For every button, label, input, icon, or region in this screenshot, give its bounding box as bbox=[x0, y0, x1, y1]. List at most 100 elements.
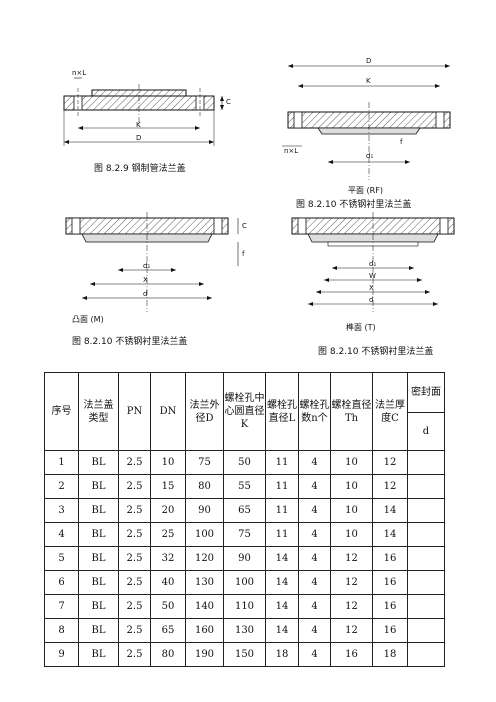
table-cell bbox=[407, 498, 445, 523]
table-cell bbox=[407, 474, 445, 499]
col-header-count: 螺栓孔数n个 bbox=[298, 372, 331, 451]
table-cell: 2.5 bbox=[118, 618, 151, 643]
dim-label-nl: n×L bbox=[72, 69, 87, 77]
table-cell: 3 bbox=[44, 498, 79, 523]
col-header-thick: 法兰厚度C bbox=[372, 372, 408, 451]
table-cell: 12 bbox=[372, 450, 408, 475]
figure-face-label: 榫面 (T) bbox=[346, 323, 376, 332]
table-cell: 2.5 bbox=[118, 522, 151, 547]
table-cell: 25 bbox=[150, 522, 186, 547]
col-header-pcd: 螺栓孔中心圆直径K bbox=[223, 372, 266, 451]
table-cell: 4 bbox=[298, 594, 331, 619]
table-cell: 75 bbox=[185, 450, 224, 475]
dim-label-d1: d₁ bbox=[369, 260, 377, 268]
dim-label-d: D bbox=[136, 134, 142, 142]
table-cell: 10 bbox=[330, 474, 373, 499]
table-cell: 12 bbox=[330, 618, 373, 643]
table-cell: 10 bbox=[330, 522, 373, 547]
figure-caption: 图 8.2.10 不锈钢衬里法兰盖 bbox=[72, 337, 188, 347]
table-cell: 9 bbox=[44, 642, 79, 667]
dim-label-X: X bbox=[369, 284, 374, 292]
table-cell bbox=[407, 594, 445, 619]
table-cell: 2.5 bbox=[118, 642, 151, 667]
table-cell: 14 bbox=[372, 498, 408, 523]
table-cell: 15 bbox=[150, 474, 186, 499]
table-cell: 55 bbox=[223, 474, 266, 499]
table-cell: 14 bbox=[265, 546, 299, 571]
dim-label-X: X bbox=[143, 276, 148, 284]
dim-label-d: d bbox=[143, 290, 148, 298]
table-cell: BL bbox=[78, 522, 119, 547]
dim-label-nL: n×L bbox=[284, 147, 299, 155]
table-cell: 16 bbox=[372, 618, 408, 643]
col-header-seal: 密封面 bbox=[407, 372, 445, 413]
table-cell: 160 bbox=[185, 618, 224, 643]
table-cell: 4 bbox=[298, 570, 331, 595]
table-cell: 130 bbox=[185, 570, 224, 595]
table-cell: 7 bbox=[44, 594, 79, 619]
table-cell: 11 bbox=[265, 474, 299, 499]
table-cell bbox=[407, 570, 445, 595]
table-cell: BL bbox=[78, 570, 119, 595]
table-cell: 130 bbox=[223, 618, 266, 643]
figure-face-label: 平面 (RF) bbox=[348, 186, 383, 195]
table-cell: BL bbox=[78, 642, 119, 667]
figure-flange-blind-steel: n×L K D C bbox=[52, 66, 232, 166]
col-header-type: 法兰盖类型 bbox=[78, 372, 119, 451]
table-cell: 2.5 bbox=[118, 570, 151, 595]
table-cell: 90 bbox=[223, 546, 266, 571]
table-cell: 2.5 bbox=[118, 474, 151, 499]
table-cell: 11 bbox=[265, 522, 299, 547]
table-cell: 10 bbox=[330, 450, 373, 475]
col-header-seq: 序号 bbox=[44, 372, 79, 451]
table-cell: 32 bbox=[150, 546, 186, 571]
dim-label-d1: d₁ bbox=[143, 262, 151, 270]
table-cell: 14 bbox=[265, 594, 299, 619]
table-cell: 4 bbox=[298, 618, 331, 643]
table-cell: 80 bbox=[185, 474, 224, 499]
table-cell: 40 bbox=[150, 570, 186, 595]
table-cell: 10 bbox=[150, 450, 186, 475]
table-cell: 8 bbox=[44, 618, 79, 643]
dim-label-d: d bbox=[369, 296, 374, 304]
table-cell: 4 bbox=[298, 642, 331, 667]
table-cell: BL bbox=[78, 546, 119, 571]
table-cell: 11 bbox=[265, 450, 299, 475]
dim-label-c: C bbox=[242, 222, 247, 230]
table-cell bbox=[407, 642, 445, 667]
table-cell: 100 bbox=[223, 570, 266, 595]
table-cell: 14 bbox=[372, 522, 408, 547]
table-cell: 16 bbox=[372, 570, 408, 595]
table-cell: 5 bbox=[44, 546, 79, 571]
col-header-seal-d: d bbox=[407, 412, 445, 451]
table-cell: 2.5 bbox=[118, 450, 151, 475]
col-header-dn: DN bbox=[150, 372, 186, 451]
figure-face-label: 凸面 (M) bbox=[72, 315, 104, 324]
col-header-pn: PN bbox=[118, 372, 151, 451]
figure-caption: 图 8.2.10 不锈钢衬里法兰盖 bbox=[296, 200, 412, 210]
table-cell: 4 bbox=[298, 546, 331, 571]
table-cell: 4 bbox=[298, 522, 331, 547]
table-cell: 1 bbox=[44, 450, 79, 475]
table-cell: 50 bbox=[223, 450, 266, 475]
table-cell: 6 bbox=[44, 570, 79, 595]
table-cell: BL bbox=[78, 498, 119, 523]
table-cell: 14 bbox=[265, 618, 299, 643]
dim-label-c: C bbox=[226, 98, 231, 106]
table-cell: 2.5 bbox=[118, 546, 151, 571]
table-cell: BL bbox=[78, 450, 119, 475]
table-cell: 4 bbox=[44, 522, 79, 547]
col-header-od: 法兰外径D bbox=[185, 372, 224, 451]
figure-flange-blind-lined-m: d₁ X d C f bbox=[62, 212, 252, 322]
table-cell: 90 bbox=[185, 498, 224, 523]
table-cell: 16 bbox=[330, 642, 373, 667]
table-cell: 16 bbox=[372, 546, 408, 571]
